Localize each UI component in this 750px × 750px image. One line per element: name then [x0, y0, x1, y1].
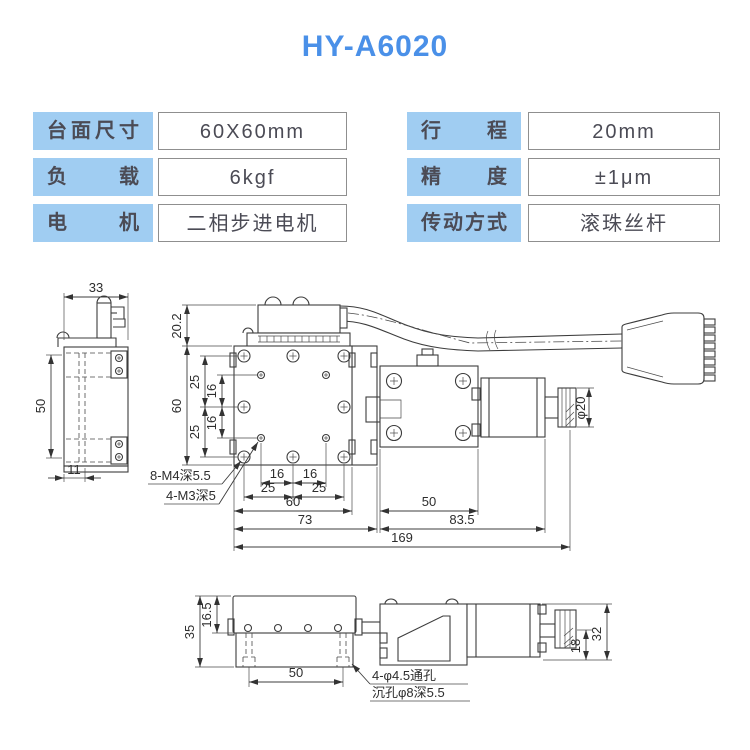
dim-hole-span: 50: [289, 665, 303, 680]
dim-h16a: 16: [270, 466, 284, 481]
spec-label-motor: 电机: [33, 204, 153, 242]
spec-label-drive: 传动方式: [407, 204, 521, 242]
dim-front-height: 35: [182, 625, 197, 639]
spec-value-load: 6kgf: [158, 158, 347, 196]
dim-plate-width: 50: [422, 494, 436, 509]
dim-v25-upper: 25: [187, 375, 202, 389]
spec-label-load: 负载: [33, 158, 153, 196]
dim-block-height: 20.2: [169, 313, 184, 338]
spec-value-accuracy: ±1μm: [528, 158, 720, 196]
dim-body-length: 73: [298, 512, 312, 527]
spec-label-accuracy: 精度: [407, 158, 521, 196]
dim-v16-lower: 16: [204, 416, 219, 430]
note-m3-holes: 4-M3深5: [166, 488, 216, 503]
dim-h25a: 25: [261, 480, 275, 495]
note-counterbore: 沉孔φ8深5.5: [372, 685, 445, 700]
dim-h25b: 25: [312, 480, 326, 495]
dim-stage-height: 60: [169, 399, 184, 413]
spec-label-table-size: 台面尺寸: [33, 112, 153, 150]
spec-value-motor: 二相步进电机: [158, 204, 347, 242]
dim-motor-height: 32: [589, 627, 604, 641]
spec-value-travel: 20mm: [528, 112, 720, 150]
front-view: 35 16.5 50 18 32 4-φ4.5通孔 沉孔φ8深5.5: [182, 595, 612, 702]
dim-side-height: 50: [33, 399, 48, 413]
spec-value-drive: 滚珠丝杆: [528, 204, 720, 242]
dim-overall-length: 169: [391, 530, 413, 545]
spec-value-table-size: 60X60mm: [158, 112, 347, 150]
dim-motor-length: 83.5: [449, 512, 474, 527]
top-view: φ20 20.2 60 25 16 16 25: [148, 296, 716, 551]
dim-stage-width: 60: [286, 494, 300, 509]
dim-side-width: 33: [89, 280, 103, 295]
dim-v25-lower: 25: [187, 425, 202, 439]
dim-front-top-height: 16.5: [199, 602, 214, 627]
side-view: 33 50 11: [33, 280, 129, 482]
dim-side-foot: 11: [67, 462, 81, 477]
dim-v16-upper: 16: [204, 384, 219, 398]
page-title: HY-A6020: [301, 30, 449, 63]
note-m4-holes: 8-M4深5.5: [150, 468, 211, 483]
dim-knob-offset: 18: [568, 639, 583, 653]
dim-h16b: 16: [303, 466, 317, 481]
note-through-hole: 4-φ4.5通孔: [372, 668, 436, 683]
spec-label-travel: 行程: [407, 112, 521, 150]
dim-knob-diameter: φ20: [573, 397, 588, 420]
